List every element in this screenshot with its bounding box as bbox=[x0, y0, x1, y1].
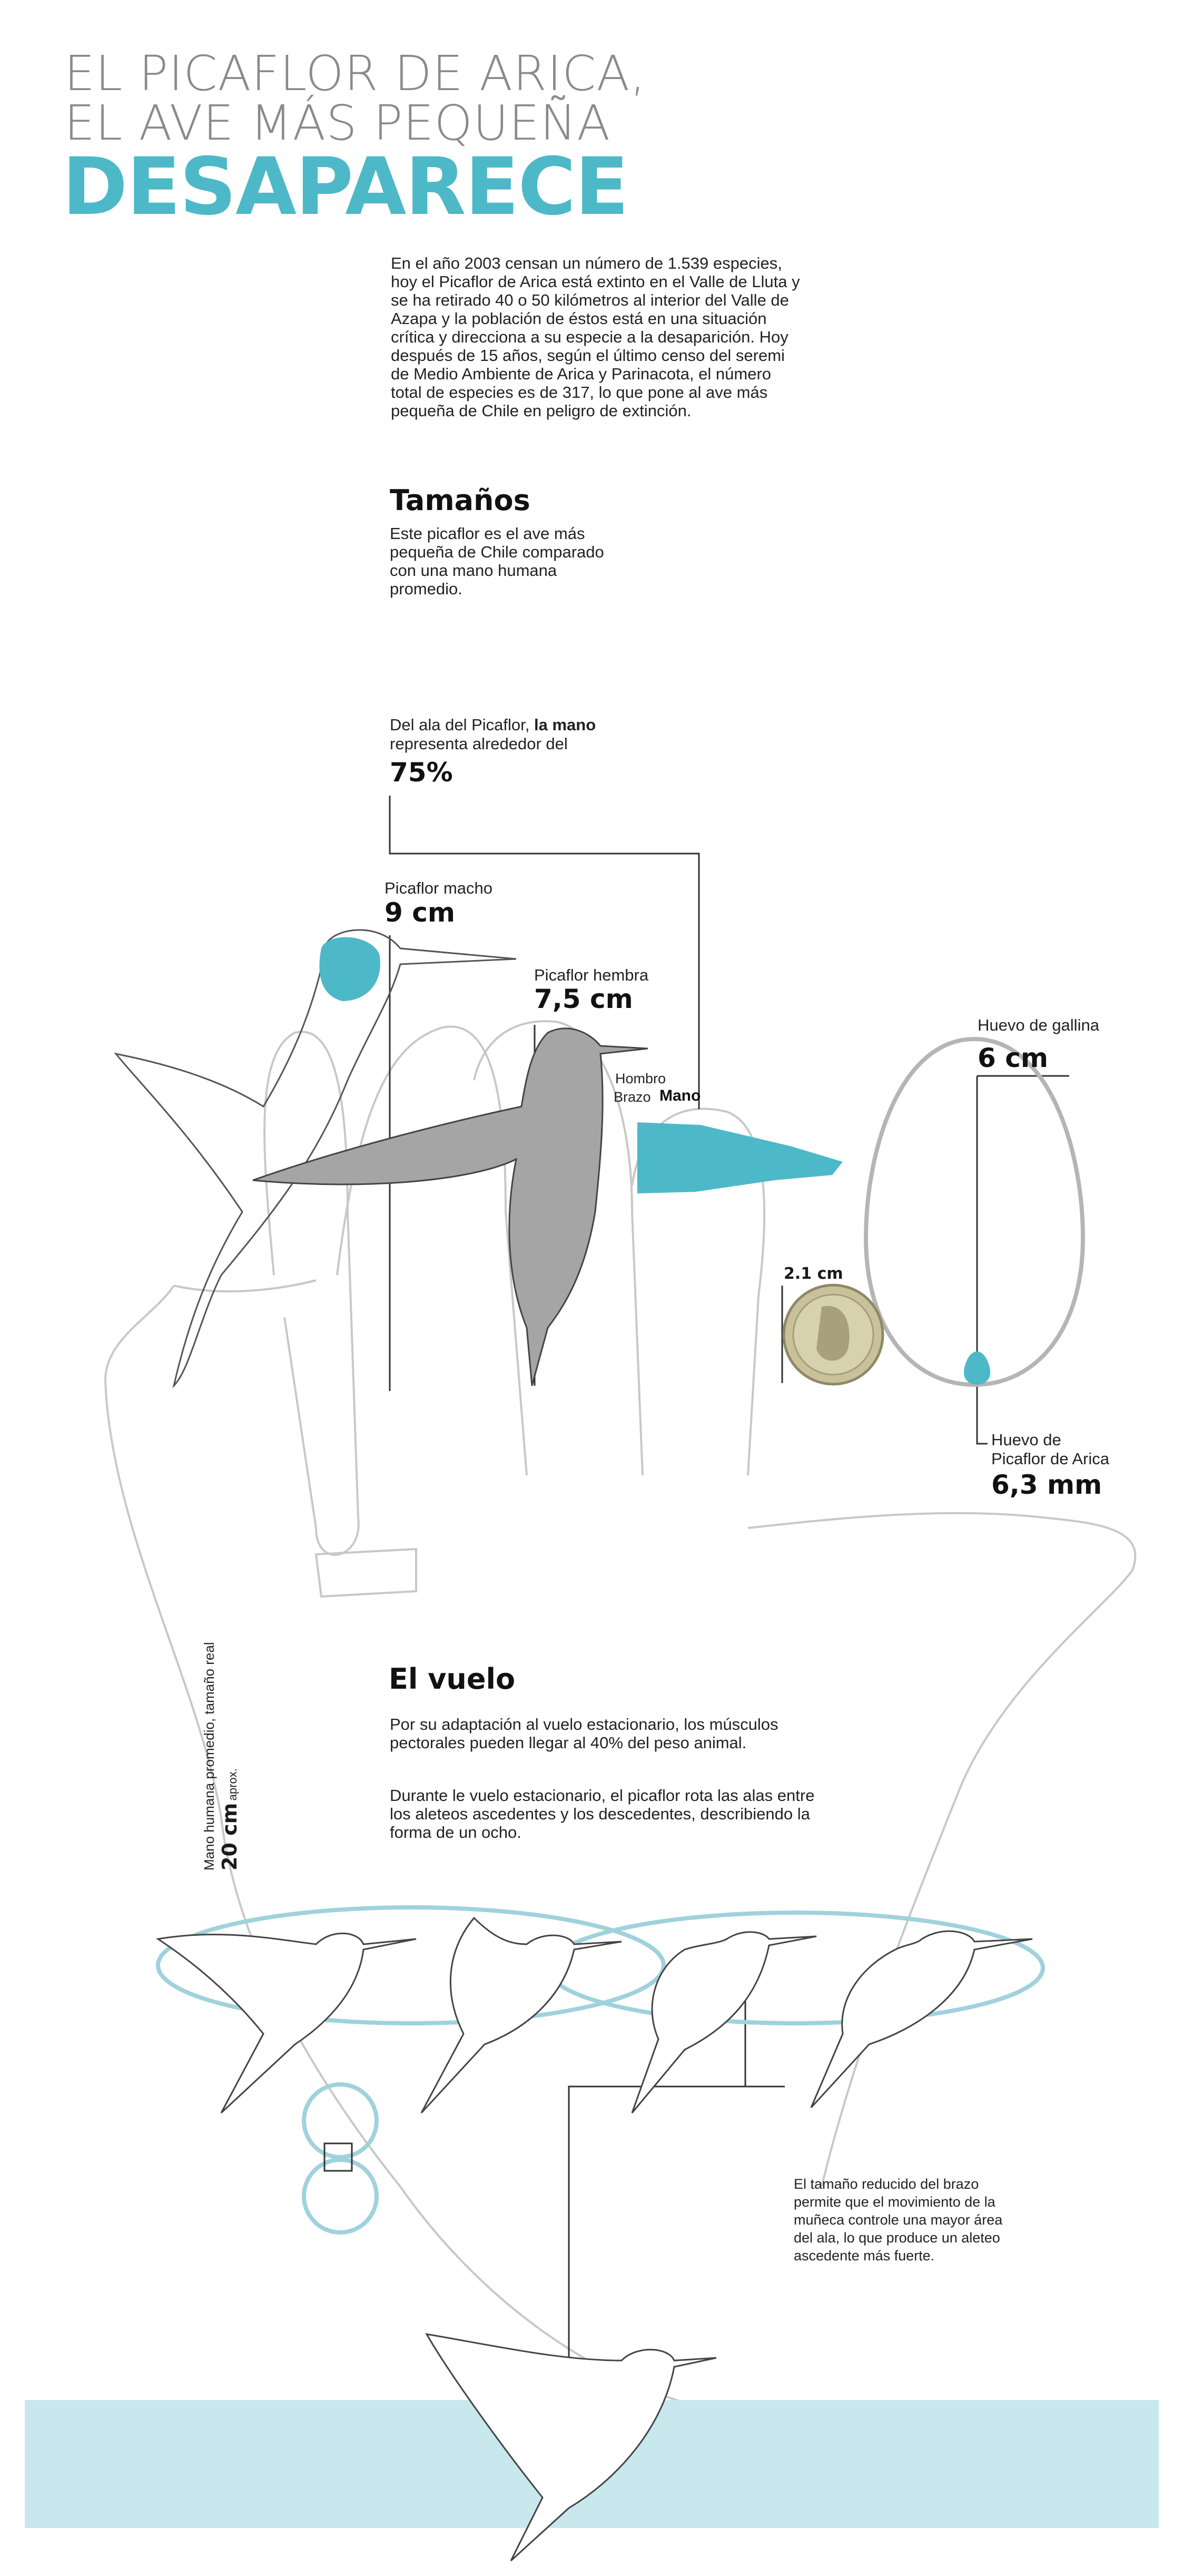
intro-paragraph: En el año 2003 censan un número de 1.539… bbox=[391, 254, 800, 420]
female-label: Picaflor hembra bbox=[534, 966, 649, 984]
hummingbird-egg-label-2: Picaflor de Arica bbox=[991, 1449, 1109, 1468]
male-label: Picaflor macho bbox=[385, 879, 493, 897]
flight-paragraph-2: Durante le vuelo estacionario, el picafl… bbox=[390, 1786, 815, 1842]
hummingbird-egg-size: 6,3 mm bbox=[991, 1470, 1102, 1500]
hummingbird-egg-label-1: Huevo de bbox=[991, 1431, 1061, 1449]
hen-egg bbox=[863, 1036, 1086, 1387]
female-hummingbird-drawing bbox=[252, 1027, 648, 1386]
male-gorget-highlight bbox=[319, 937, 380, 1001]
hand-size-caption: Mano humana promedio, tamaño real 20 cm … bbox=[200, 1642, 242, 1870]
wing-note-bold: la mano bbox=[534, 716, 596, 734]
sizes-subtitle: Este picaflor es el ave más pequeña de C… bbox=[390, 524, 604, 598]
flight-heading: El vuelo bbox=[389, 1662, 516, 1696]
bone-hand-label: Mano bbox=[659, 1087, 701, 1104]
title-line-2: EL AVE MÁS PEQUEÑA bbox=[64, 95, 611, 151]
wrist-detail-bird bbox=[425, 2333, 717, 2562]
coin-size: 2.1 cm bbox=[784, 1265, 843, 1283]
wing-note: Del ala del Picaflor, la mano representa… bbox=[390, 716, 664, 753]
title-emphasis: DESAPARECE bbox=[62, 141, 629, 233]
flight-sequence-birds bbox=[156, 1916, 1033, 2114]
hand-bones-wing-highlight bbox=[637, 1122, 843, 1193]
wing-percent: 75% bbox=[390, 757, 453, 788]
hand-size-note: aprox. bbox=[226, 1768, 239, 1801]
pointer-lines bbox=[389, 796, 1069, 2371]
hen-egg-label: Huevo de gallina bbox=[978, 1016, 1099, 1034]
male-size: 9 cm bbox=[385, 897, 455, 928]
coin bbox=[782, 1284, 884, 1386]
female-size: 7,5 cm bbox=[534, 984, 633, 1014]
hen-egg-size: 6 cm bbox=[978, 1043, 1048, 1073]
wing-note-pre: Del ala del Picaflor, bbox=[390, 716, 534, 734]
wrist-marker bbox=[323, 2142, 353, 2172]
flight-paragraph-1: Por su adaptación al vuelo estacionario,… bbox=[390, 1715, 778, 1752]
bone-shoulder-label: Hombro bbox=[615, 1071, 666, 1086]
bone-arm-label: Brazo bbox=[614, 1089, 651, 1105]
wrist-note: El tamaño reducido del brazo permite que… bbox=[794, 2176, 1003, 2264]
hand-label: Mano humana promedio, tamaño real bbox=[201, 1642, 217, 1870]
title-line-1: EL PICAFLOR DE ARICA, bbox=[64, 45, 646, 102]
sizes-heading: Tamaños bbox=[390, 484, 530, 517]
male-hummingbird-drawing bbox=[114, 929, 517, 1388]
hand-size: 20 cm bbox=[218, 1803, 241, 1870]
wing-note-post: representa alrededor del bbox=[390, 734, 568, 753]
hummingbird-egg bbox=[964, 1351, 990, 1385]
